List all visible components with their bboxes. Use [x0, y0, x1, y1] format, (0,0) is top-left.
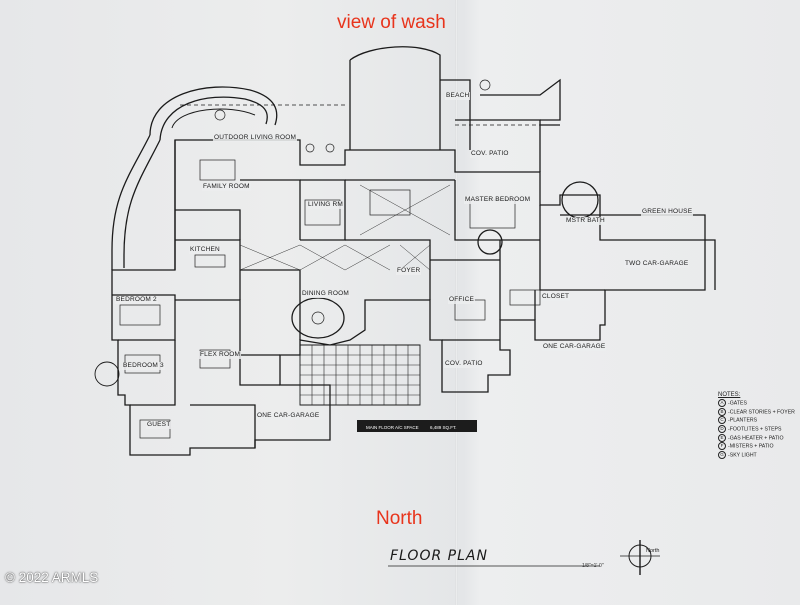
room-closet: CLOSET: [541, 293, 571, 301]
note-text: -PLANTERS: [728, 417, 758, 424]
note-row: E-GAS HEATER + PATIO: [718, 433, 796, 443]
room-bedroom-2: BEDROOM 2: [115, 296, 158, 304]
room-foyer: FOYER: [396, 267, 422, 275]
note-row: C-PLANTERS: [718, 416, 796, 425]
compass-north-label: North: [646, 548, 660, 554]
room-outdoor-living: OUTDOOR LIVING ROOM: [213, 134, 298, 142]
floor-plan-title: FLOOR PLAN: [390, 548, 488, 564]
note-row: D-FOOTLITES + STEPS: [718, 424, 796, 434]
note-row: B-CLEAR STORIES + FOYER: [718, 407, 796, 417]
note-marker: G: [718, 450, 726, 459]
copyright-watermark: © 2022 ARMLS: [5, 570, 99, 585]
north-label: North: [376, 508, 423, 529]
room-one-car-garage-right: ONE CAR-GARAGE: [542, 343, 607, 351]
note-marker: A: [718, 399, 726, 408]
courtyard-grid: [300, 345, 420, 405]
note-marker: F: [718, 442, 726, 451]
area-bar-right-text: 6,489 SQ.FT.: [430, 425, 457, 430]
note-row: A-GATES: [718, 399, 796, 408]
furniture: [119, 79, 541, 439]
gallery-hatching: [239, 184, 451, 271]
plan-walls: [94, 46, 716, 456]
note-marker: C: [718, 416, 726, 425]
room-dining: DINING ROOM: [301, 290, 350, 298]
copyright-text: 2022 ARMLS: [18, 570, 99, 585]
room-living: LIVING RM: [307, 201, 345, 209]
note-text: -CLEAR STORIES + FOYER: [728, 409, 795, 416]
area-bar: [357, 420, 477, 432]
area-bar-left-text: MAIN FLOOR A/C SPACE: [366, 425, 419, 430]
notes-legend: NOTES: A-GATES B-CLEAR STORIES + FOYER C…: [718, 391, 796, 459]
note-text: -GATES: [728, 400, 747, 407]
note-marker: B: [718, 407, 726, 416]
room-bedroom-3: BEDROOM 3: [122, 362, 165, 370]
note-text: -SKY LIGHT: [728, 452, 757, 459]
note-text: -FOOTLITES + STEPS: [728, 426, 782, 433]
room-family: FAMILY ROOM: [202, 183, 251, 191]
view-of-wash-label: view of wash: [337, 12, 446, 33]
room-office: OFFICE: [448, 296, 476, 304]
room-mstr-bath: MSTR BATH: [565, 217, 606, 225]
note-row: G-SKY LIGHT: [718, 450, 796, 460]
notes-title: NOTES:: [718, 392, 741, 398]
note-text: -MISTERS + PATIO: [728, 443, 774, 450]
note-marker: D: [718, 424, 726, 433]
room-one-car-garage-left: ONE CAR-GARAGE: [256, 412, 321, 420]
room-kitchen: KITCHEN: [189, 246, 221, 254]
note-text: -GAS HEATER + PATIO: [728, 434, 784, 441]
room-green-house: GREEN HOUSE: [641, 208, 694, 216]
room-beach: BEACH: [445, 92, 471, 100]
room-cov-patio-top: COV. PATIO: [470, 150, 510, 158]
room-two-car-garage: TWO CAR-GARAGE: [624, 260, 690, 268]
room-guest: GUEST: [146, 421, 172, 429]
note-marker: E: [718, 433, 726, 442]
room-master-bedroom: MASTER BEDROOM: [464, 196, 532, 204]
north-arrow-icon: [620, 540, 660, 575]
note-row: F-MISTERS + PATIO: [718, 442, 796, 451]
room-cov-patio-bottom: COV. PATIO: [444, 360, 484, 368]
room-flex: FLEX ROOM: [199, 351, 242, 359]
scale-text: 1/8"=1'-0": [582, 563, 604, 569]
